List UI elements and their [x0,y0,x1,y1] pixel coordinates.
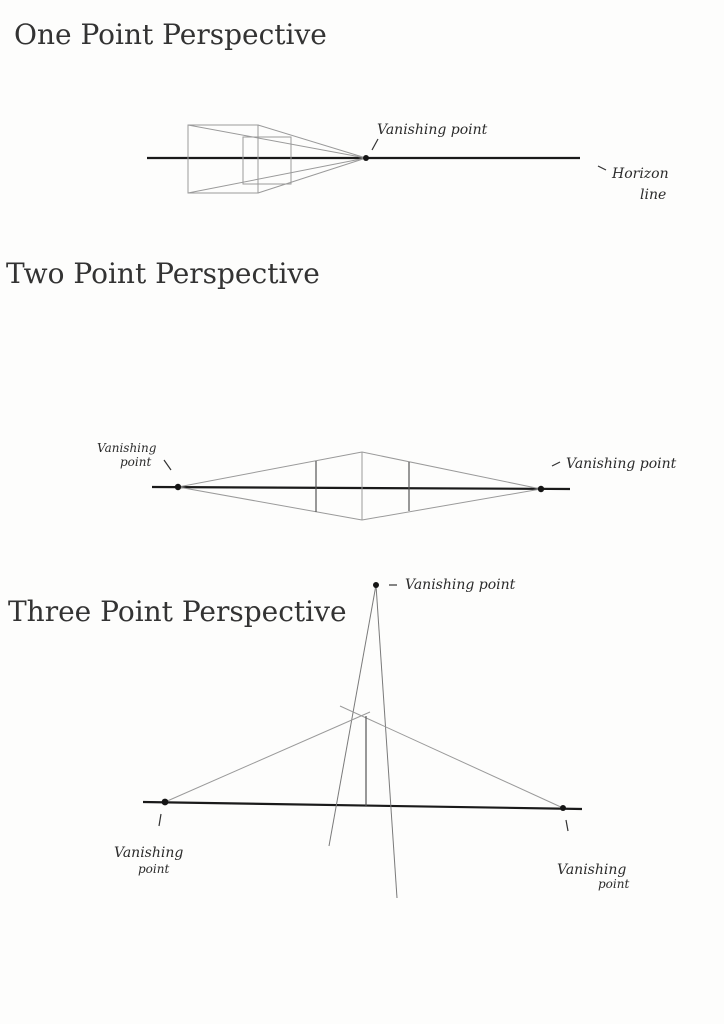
one-point-section: One Point Perspective Vanishing point Ho… [14,18,669,203]
two-point-left-label-line1: Vanishing [97,441,157,455]
three-point-right-label-line2: point [598,877,629,891]
one-point-ortho-top-right [257,124,367,159]
two-point-left-top [177,451,363,488]
two-point-right-label-tick [551,461,561,467]
one-point-box-front [187,124,259,194]
three-point-right-line [339,705,564,809]
two-point-section: Two Point Perspective Vanishing point Va… [6,257,677,521]
one-point-vanishing-label: Vanishing point [377,122,488,138]
one-point-ortho-bottom-left [187,157,367,194]
three-point-left-label-line1: Vanishing [114,845,183,861]
three-point-right-label-tick [565,819,569,832]
two-point-left-label-tick [163,459,172,471]
two-point-right-bottom [361,488,542,521]
one-point-ortho-bottom-right [257,157,367,194]
two-point-right-vanishing-dot [537,485,545,493]
three-point-top-right-line [375,584,398,899]
horizon-label-tick [597,165,607,171]
three-point-right-vanishing-dot [560,805,566,811]
three-point-left-vanishing-dot [161,798,169,806]
one-point-vanishing-tick [371,138,379,151]
two-point-title: Two Point Perspective [6,257,320,290]
two-point-left-label-line2: point [120,455,151,469]
three-point-horizon-line [142,800,583,811]
one-point-title: One Point Perspective [14,18,327,51]
one-point-ortho-top-left [187,124,367,159]
two-point-horizon-line [151,485,571,491]
three-point-left-line [164,711,371,803]
two-point-right-label: Vanishing point [566,456,677,472]
three-point-title: Three Point Perspective [8,595,347,628]
two-point-left-bottom [177,486,363,521]
two-point-right-top [361,451,542,490]
horizon-label-line2: line [640,187,666,203]
horizon-label-line1: Horizon [611,166,669,182]
three-point-left-label-line2: point [138,862,169,876]
two-point-left-vanishing-dot [174,483,182,491]
three-point-top-vanishing-dot [373,582,379,588]
one-point-vanishing-dot [363,155,369,161]
three-point-section: Three Point Perspective Vanishing point … [8,577,629,899]
one-point-box-back [242,136,292,185]
three-point-left-label-tick [158,813,162,827]
three-point-top-left-line [328,584,377,847]
three-point-top-label: Vanishing point [405,577,516,593]
three-point-right-label-line1: Vanishing [557,862,626,878]
